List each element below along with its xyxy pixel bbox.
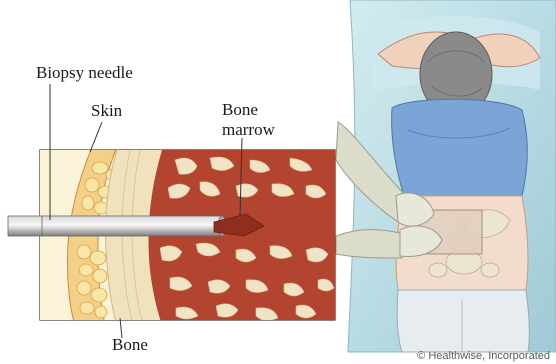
legs <box>397 290 529 352</box>
gown <box>392 99 528 196</box>
label-biopsy-needle: Biopsy needle <box>36 64 133 82</box>
label-bone-marrow-line2: marrow <box>222 121 275 139</box>
label-skin: Skin <box>91 102 122 120</box>
label-bone-marrow-line1: Bone <box>222 101 258 119</box>
doctor-arm-lower <box>336 230 404 258</box>
label-bone: Bone <box>112 336 148 354</box>
copyright-credit: © Healthwise, Incorporated <box>417 350 550 362</box>
patient-illustration <box>336 0 556 352</box>
cross-section <box>0 140 340 330</box>
